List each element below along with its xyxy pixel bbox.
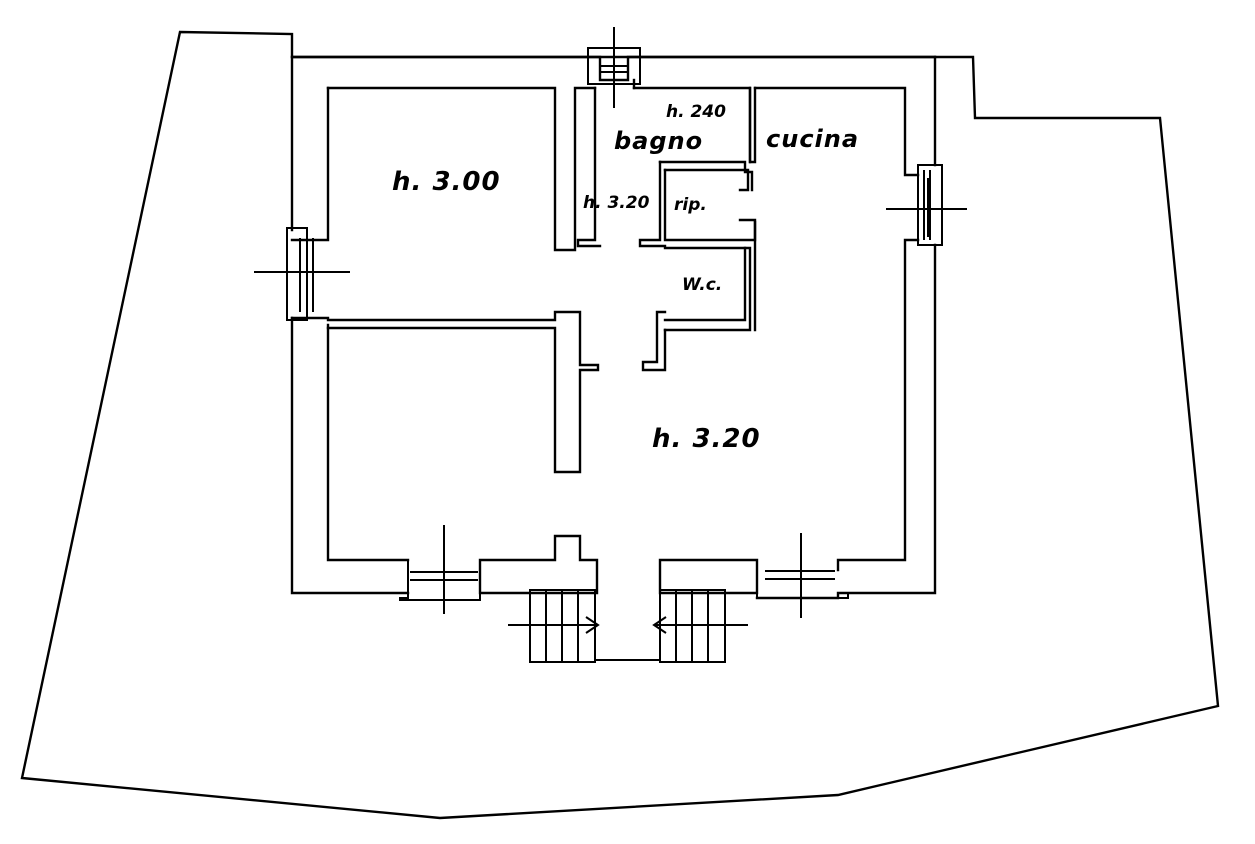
lot-boundary bbox=[20, 30, 1220, 820]
stair-left bbox=[508, 589, 600, 663]
window-south-east bbox=[756, 533, 849, 618]
window-east bbox=[886, 164, 967, 246]
bagno-name-label: bagno bbox=[614, 127, 703, 155]
window-west bbox=[254, 227, 350, 321]
interior-walls bbox=[326, 78, 757, 474]
living-height-label: h. 3.00 bbox=[392, 167, 501, 197]
bagno-height-label: h. 240 bbox=[666, 102, 726, 122]
stair-right bbox=[652, 589, 748, 663]
main-room-height-label: h. 3.20 bbox=[652, 424, 761, 454]
window-south-west bbox=[399, 525, 481, 614]
window-north bbox=[587, 27, 641, 108]
ripostiglio-label: rip. bbox=[674, 195, 707, 215]
corridor-height-label: h. 3.20 bbox=[583, 193, 650, 213]
entrance-porch bbox=[478, 534, 759, 595]
wc-label: W.c. bbox=[682, 275, 722, 295]
exterior-walls bbox=[290, 55, 937, 600]
cucina-name-label: cucina bbox=[766, 125, 859, 153]
